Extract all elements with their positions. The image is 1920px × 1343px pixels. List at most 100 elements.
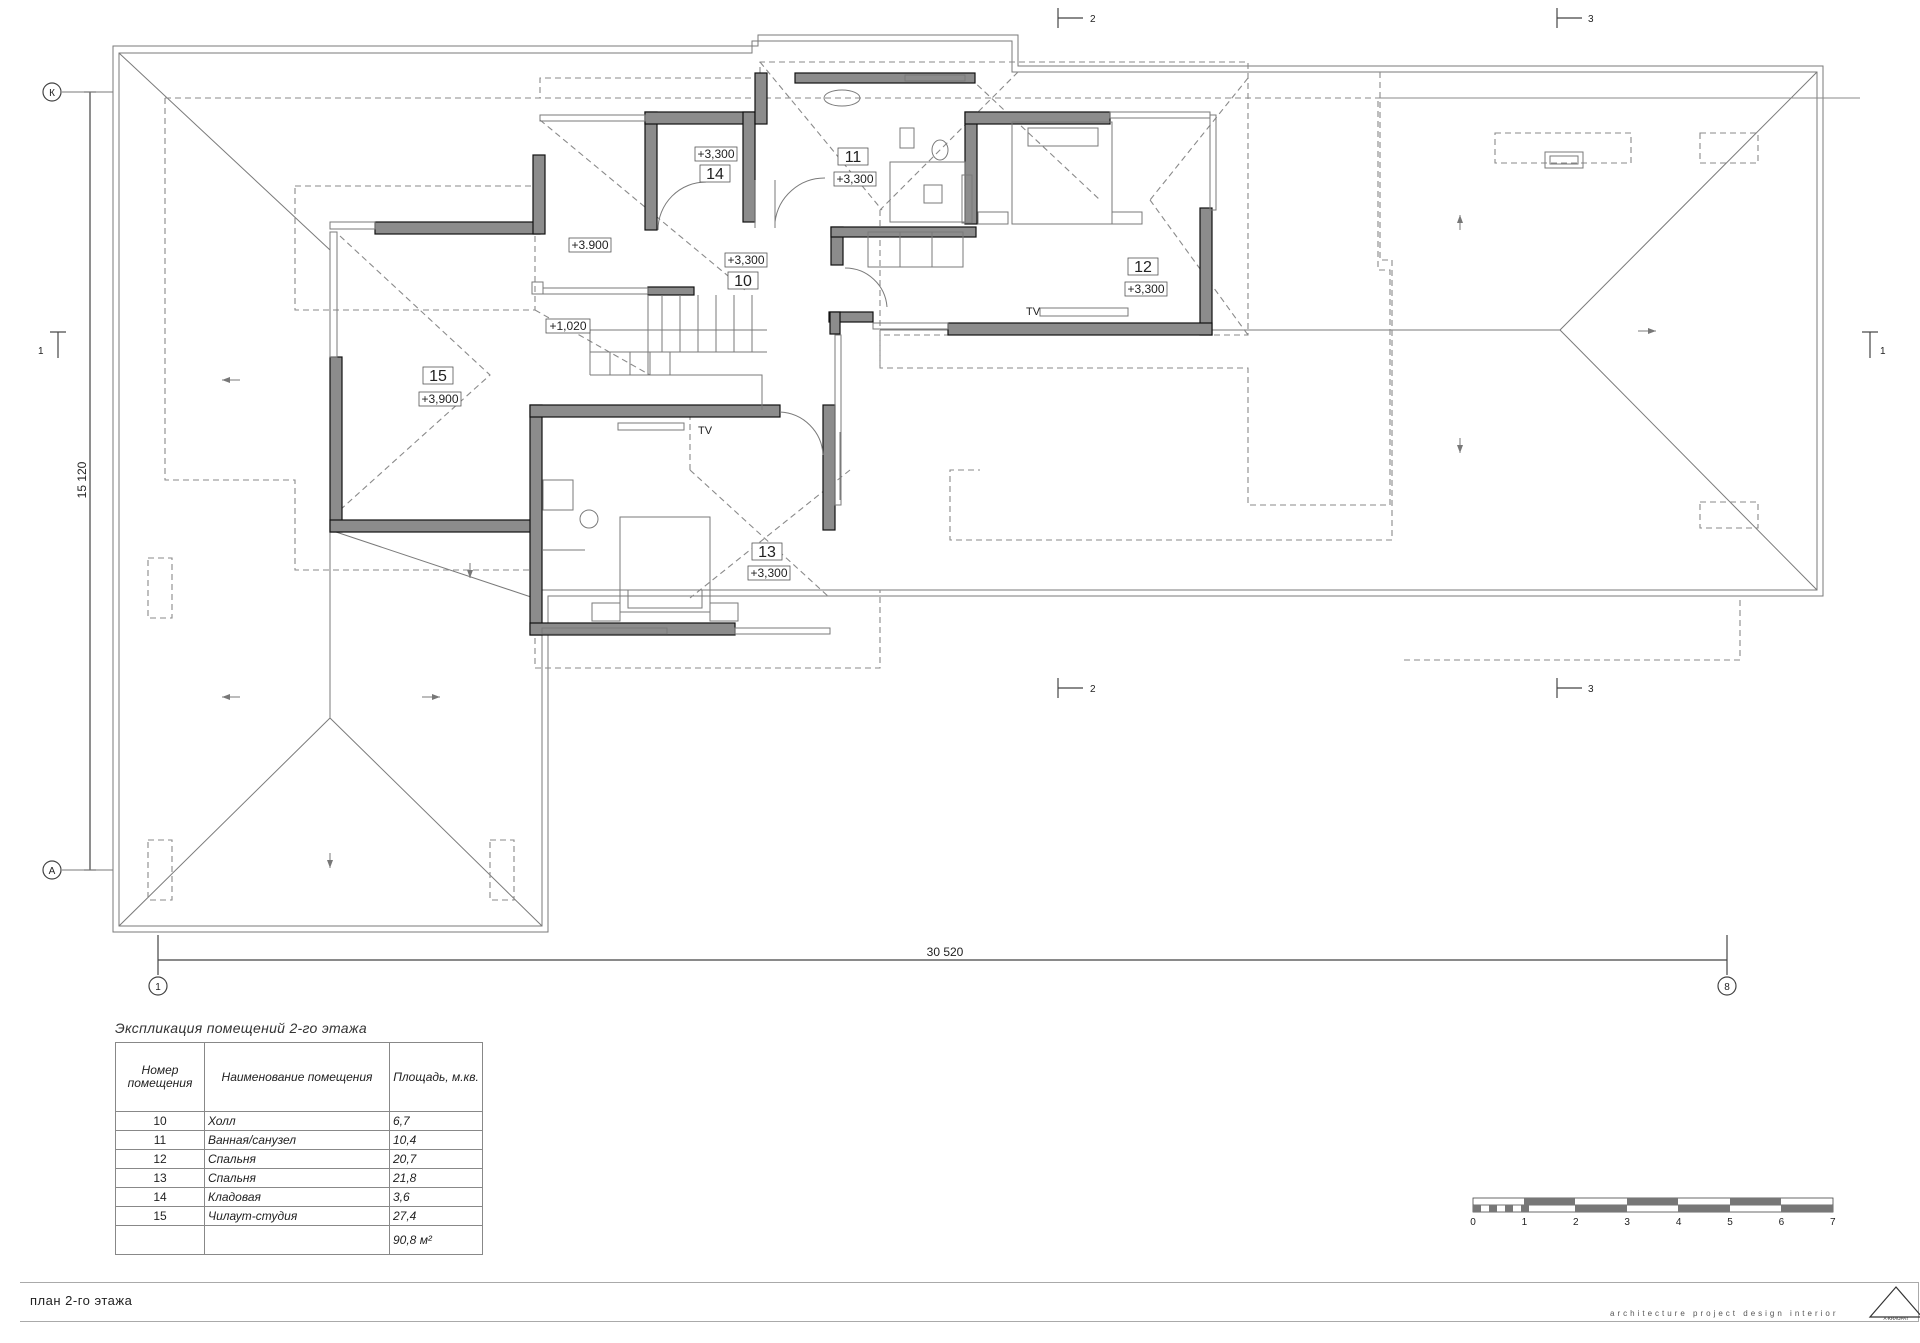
legend-header-name: Наименование помещения xyxy=(204,1042,390,1112)
legend-cell-number: 12 xyxy=(115,1149,205,1169)
studio-logo: A·KRAUPAT xyxy=(1868,1286,1920,1321)
room-number-10: 10 xyxy=(727,271,759,290)
legend-cell-name: Спальня xyxy=(204,1149,390,1169)
section-mark-1-left: 1 xyxy=(38,346,44,357)
legend-cell-area: 6,7 xyxy=(389,1111,483,1131)
elevation-stair: +1,020 xyxy=(545,318,591,334)
tv-label-bedroom-12: TV xyxy=(1026,306,1041,318)
axis-label-8: 8 xyxy=(1724,982,1730,993)
axis-bubble-8 xyxy=(1717,976,1737,996)
depth-dimension: 15 120 xyxy=(75,461,89,498)
legend-cell-number: 11 xyxy=(115,1130,205,1150)
furniture xyxy=(542,89,1143,622)
doors xyxy=(657,165,891,500)
tv-label-bedroom-13: TV xyxy=(698,425,713,437)
scale-label: 0 xyxy=(1470,1217,1476,1228)
scale-label: 3 xyxy=(1624,1217,1630,1228)
legend-cell-name: Холл xyxy=(204,1111,390,1131)
svg-text:15: 15 xyxy=(429,368,447,385)
axis-label-1: 1 xyxy=(155,982,161,993)
svg-text:+3,300: +3,300 xyxy=(750,566,787,580)
scale-label: 7 xyxy=(1830,1217,1836,1228)
legend-cell-area: 3,6 xyxy=(389,1187,483,1207)
room-number-11: 11 xyxy=(837,147,869,166)
scale-label: 6 xyxy=(1779,1217,1785,1228)
legend-table: Номер помещения Наименование помещения П… xyxy=(115,1042,483,1255)
room-number-15: 15 xyxy=(422,366,454,385)
logo-text: A·KRAUPAT xyxy=(1883,1316,1908,1321)
scale-label: 4 xyxy=(1676,1217,1682,1228)
section-mark-2-top: 2 xyxy=(1090,14,1096,25)
elevation-mezzanine: +3.900 xyxy=(568,237,612,253)
legend-header-area: Площадь, м.кв. xyxy=(389,1042,483,1112)
legend-cell-name: Чилаут-студия xyxy=(204,1206,390,1226)
svg-text:13: 13 xyxy=(758,544,776,561)
axis-bubble-k xyxy=(42,82,62,102)
hip-lines xyxy=(294,61,1249,599)
svg-text:+3,300: +3,300 xyxy=(697,147,734,161)
legend-cell-name: Спальня xyxy=(204,1168,390,1188)
section-mark-3-bottom: 3 xyxy=(1588,684,1594,695)
scale-label: 1 xyxy=(1522,1217,1528,1228)
axis-bubble-1 xyxy=(148,976,168,996)
room-number-14: 14 xyxy=(699,164,731,183)
dimension-lines: 15 120 30 520 xyxy=(62,91,1728,975)
elevation-marks: +3,300 +3,300 +3,300 +3,300 +3,300 +3,90… xyxy=(418,146,1168,581)
section-marks: 1 1 2 2 3 3 xyxy=(38,8,1886,698)
legend-cell-number: 10 xyxy=(115,1111,205,1131)
legend-cell-number: 15 xyxy=(115,1206,205,1226)
svg-text:11: 11 xyxy=(845,149,862,166)
legend-cell-name: Кладовая xyxy=(204,1187,390,1207)
svg-text:12: 12 xyxy=(1134,259,1152,276)
lower-floor-projection xyxy=(147,61,1860,901)
title-block: план 2-го этажа architecture project des… xyxy=(20,1282,1920,1322)
room-numbers: 10 11 12 13 14 15 xyxy=(422,147,1159,561)
legend-total-unit: м² xyxy=(419,1233,432,1247)
legend-cell-number: 14 xyxy=(115,1187,205,1207)
legend-total-row: 90,8 м² xyxy=(115,1225,483,1255)
elevation-room-12: +3,300 xyxy=(1124,281,1168,297)
roof-outline xyxy=(112,34,1824,933)
section-mark-1-right: 1 xyxy=(1880,346,1886,357)
axis-bubble-a xyxy=(42,860,62,880)
windows xyxy=(329,74,1217,635)
svg-text:+1,020: +1,020 xyxy=(549,319,586,333)
svg-text:14: 14 xyxy=(706,166,724,183)
slope-arrows xyxy=(222,215,1656,868)
studio-tagline: architecture project design interior xyxy=(1610,1309,1839,1318)
svg-text:+3,300: +3,300 xyxy=(1127,282,1164,296)
room-legend: Экспликация помещений 2-го этажа Номер п… xyxy=(115,1020,483,1255)
legend-cell-area: 21,8 xyxy=(389,1168,483,1188)
room-number-13: 13 xyxy=(751,542,783,561)
svg-text:+3,900: +3,900 xyxy=(421,392,458,406)
legend-total-value: 90,8 xyxy=(393,1233,417,1247)
elevation-room-14: +3,300 xyxy=(694,146,738,162)
legend-total: 90,8 м² xyxy=(389,1225,483,1255)
axis-markers: К А 1 8 xyxy=(42,82,1737,996)
legend-header-row: Номер помещения Наименование помещения П… xyxy=(115,1042,483,1112)
elevation-room-11: +3,300 xyxy=(833,171,877,187)
scale-label: 5 xyxy=(1727,1217,1733,1228)
staircase xyxy=(589,295,767,410)
room-number-12: 12 xyxy=(1127,257,1159,276)
elevation-room-13: +3,300 xyxy=(747,565,791,581)
section-mark-2-bottom: 2 xyxy=(1090,684,1096,695)
legend-cell-number: 13 xyxy=(115,1168,205,1188)
axis-label-k: К xyxy=(49,88,55,99)
legend-header-number: Номер помещения xyxy=(115,1042,205,1112)
svg-text:+3,300: +3,300 xyxy=(836,172,873,186)
section-mark-3-top: 3 xyxy=(1588,14,1594,25)
svg-text:10: 10 xyxy=(734,273,752,290)
svg-text:+3.900: +3.900 xyxy=(571,238,608,252)
legend-cell-name: Ванная/санузел xyxy=(204,1130,390,1150)
elevation-room-10: +3,300 xyxy=(724,252,768,268)
sheet-title: план 2-го этажа xyxy=(30,1293,133,1308)
